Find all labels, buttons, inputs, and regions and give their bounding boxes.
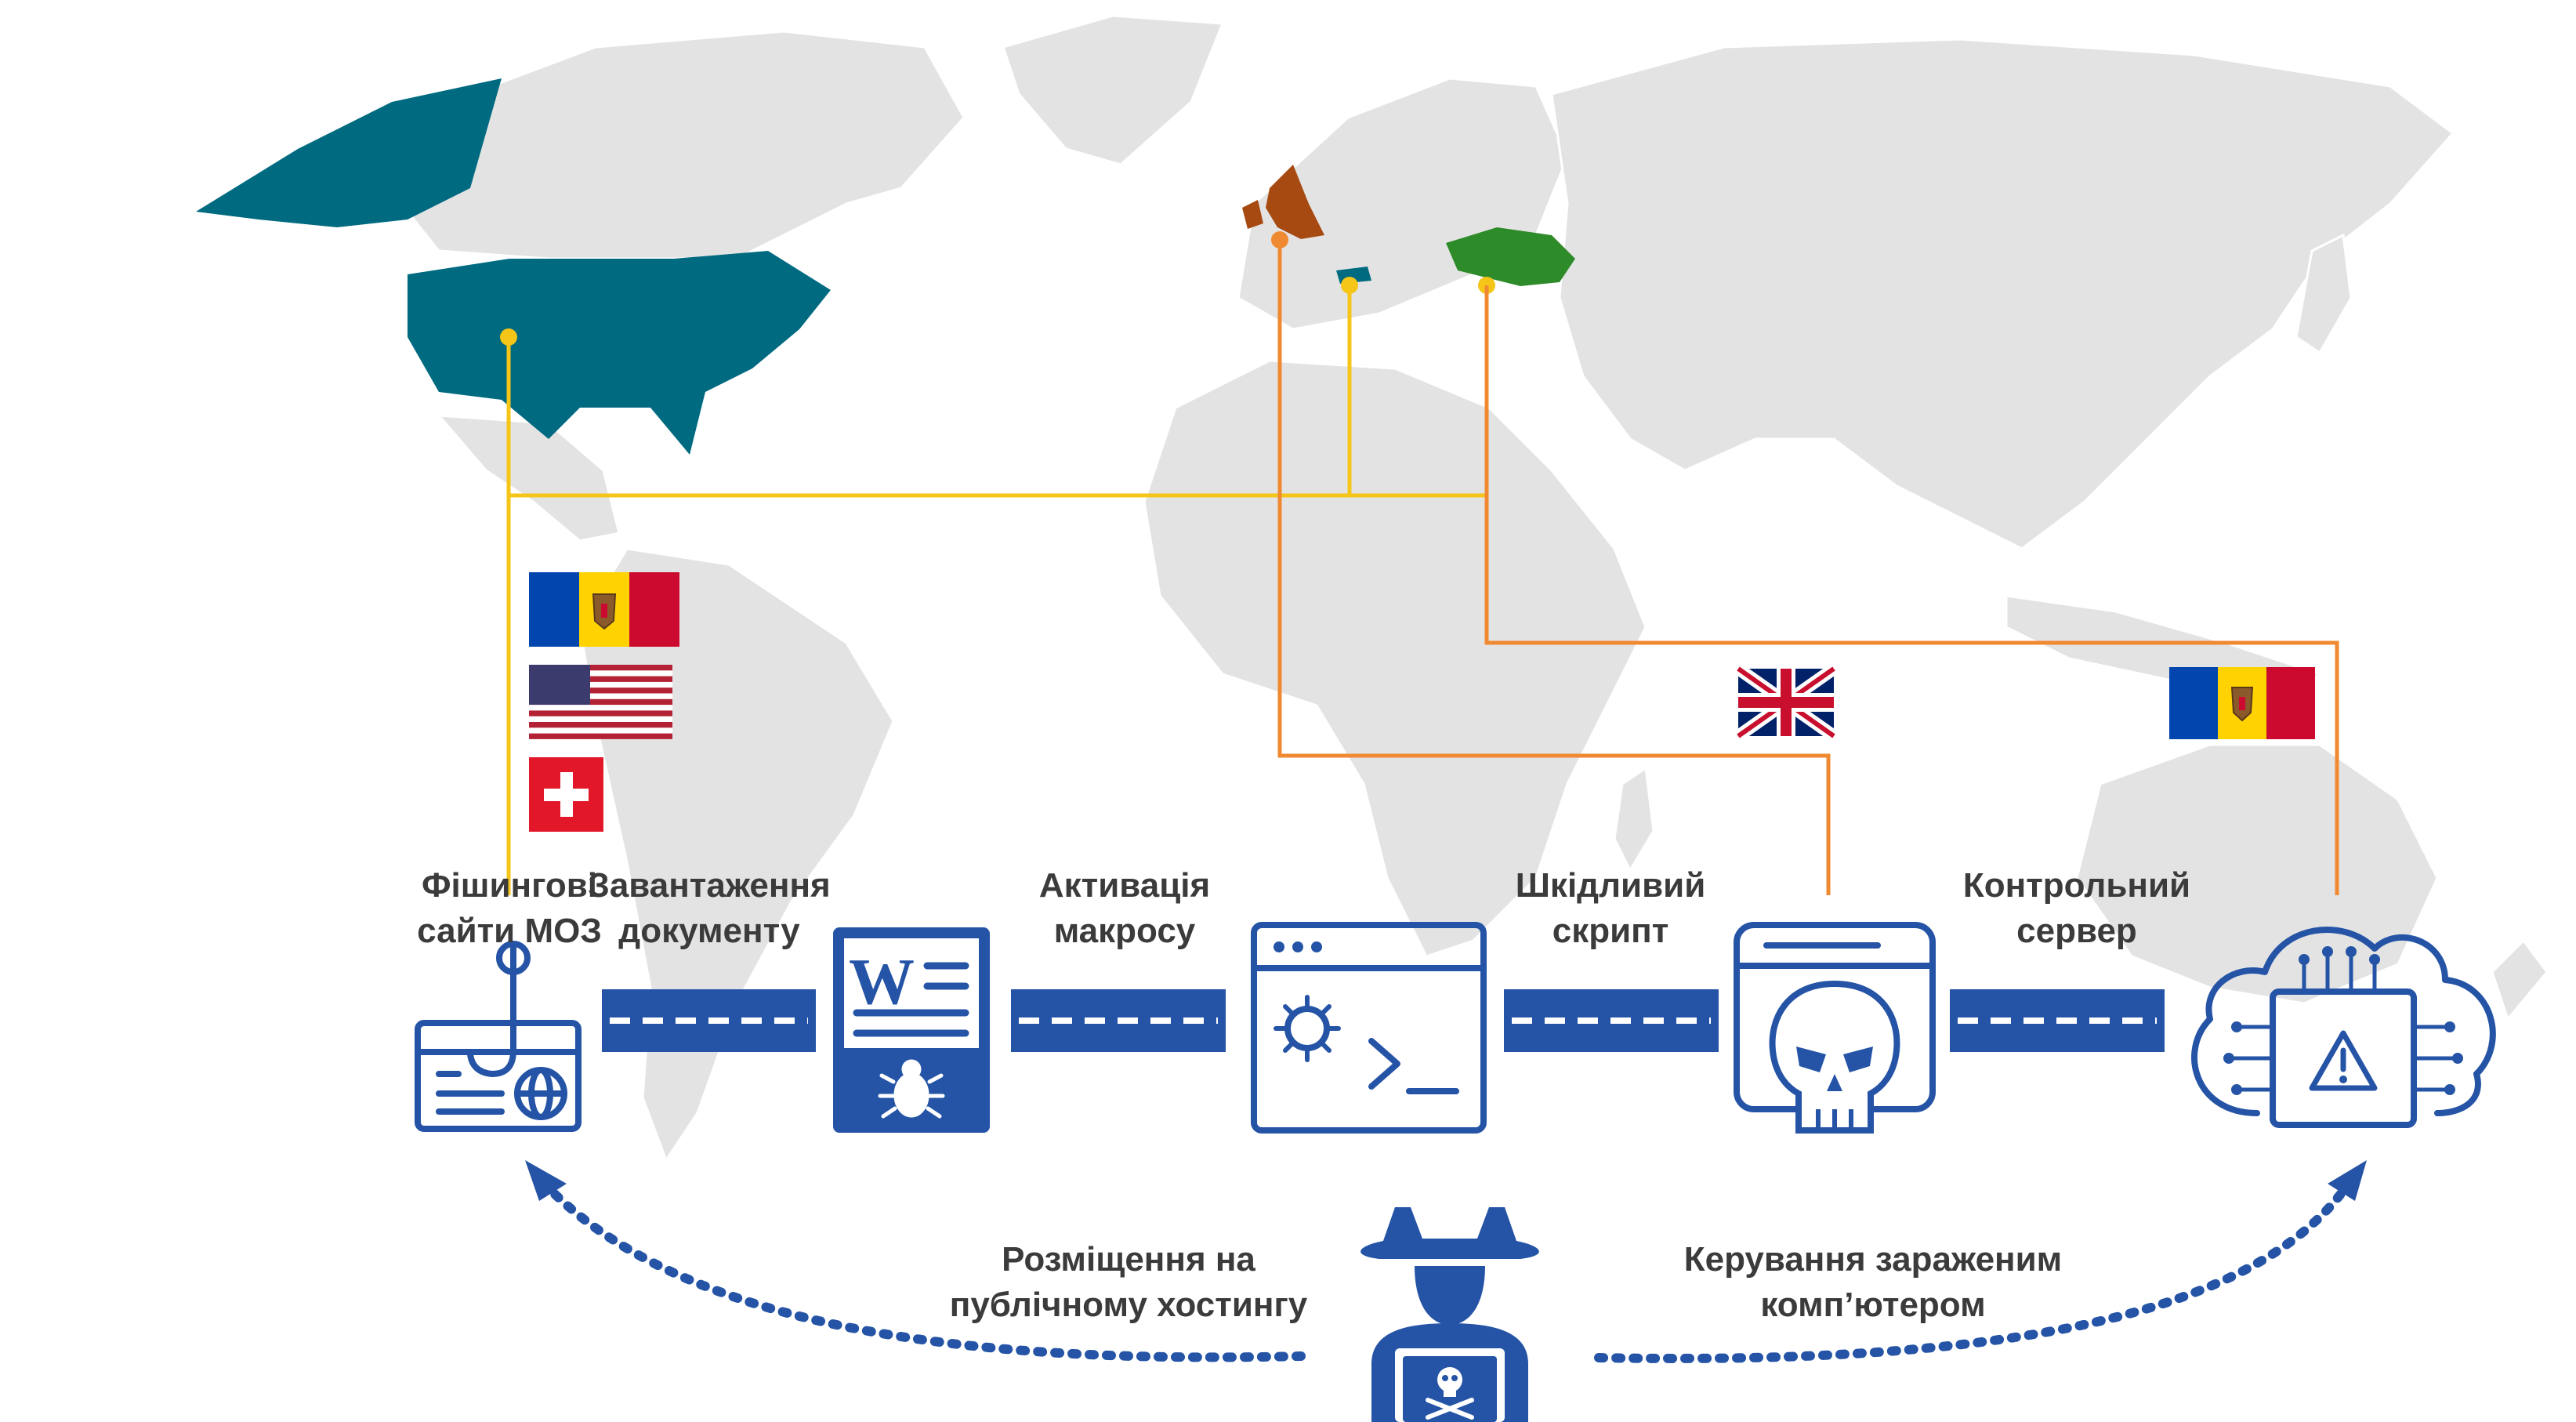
arc-arrow-right: [2328, 1160, 2367, 1201]
step-label-line: документу: [618, 912, 800, 950]
hosting-label-line: Розміщення на: [1002, 1240, 1255, 1279]
step-label-server: Контрольний сервер: [1912, 863, 2241, 954]
word-document-icon: W: [833, 927, 990, 1133]
continent-madagascar: [1613, 766, 1655, 873]
bug-icon: [878, 1059, 945, 1119]
hacker-icon: [1360, 1207, 1539, 1422]
step-label-line: Шкідливий: [1515, 866, 1706, 905]
road-3: [1504, 989, 1719, 1052]
malicious-script-icon: [1734, 922, 1936, 1134]
control-arc: [1594, 1160, 2367, 1363]
usa-flag-hosting: [529, 665, 672, 739]
hosting-arc: [525, 1160, 1306, 1362]
control-label: Керування зараженим комп’ютером: [1622, 1237, 2124, 1328]
step-label-line: Активація: [1038, 866, 1211, 905]
step-label-line: Контрольний: [1962, 866, 2191, 905]
step-label-line: скрипт: [1552, 912, 1669, 950]
step-label-phishing: Фішингові сайти МОЗ: [360, 863, 658, 954]
road-2: [1011, 989, 1226, 1052]
continent-japan: [2295, 233, 2353, 355]
road-4: [1950, 989, 2165, 1052]
continent-africa: [1143, 359, 1647, 958]
uk-node: [1271, 231, 1288, 248]
switzerland-flag-hosting: [529, 757, 603, 832]
control-label-line: Керування зараженим: [1683, 1240, 2063, 1279]
cloud-icon: [2191, 927, 2496, 1116]
switzerland-node: [1341, 277, 1358, 294]
uk-flag-script: [1734, 663, 1838, 742]
macro-terminal-icon: [1251, 922, 1487, 1134]
hosting-label: Розміщення на публічному хостингу: [901, 1237, 1356, 1328]
continent-greenland: [1002, 14, 1225, 166]
step-label-line: Фішингові: [422, 866, 597, 905]
orange-line-moldova: [1484, 285, 2339, 895]
ukraine-highlight: [1446, 227, 1575, 286]
step-label-macro: Активація макросу: [972, 863, 1277, 954]
circuit-nodes: [2223, 946, 2463, 1095]
highlighted-countries: [196, 78, 1575, 455]
moldova-flag-server: [2169, 667, 2315, 739]
warning-icon: [2309, 1030, 2378, 1091]
usa-node: [500, 328, 517, 346]
moldova-flag-hosting: [529, 572, 679, 647]
control-label-line: комп’ютером: [1760, 1286, 1986, 1324]
step-label-line: Завантаження: [588, 866, 831, 905]
script-server-connectors: [1277, 240, 2339, 895]
continent-new-zealand: [2491, 938, 2549, 1022]
ireland-highlight: [1242, 200, 1263, 229]
arc-arrow-left: [525, 1160, 567, 1201]
road-1: [602, 989, 816, 1052]
step-label-line: сайти МОЗ: [417, 912, 602, 950]
alaska-highlight: [196, 78, 502, 227]
phishing-site-icon: [415, 941, 582, 1132]
browser-dots: [1274, 941, 1322, 952]
step-label-script: Шкідливий скрипт: [1454, 863, 1767, 954]
skull-crossbones-icon: [1426, 1367, 1474, 1420]
orange-line-uk: [1277, 240, 1831, 895]
control-server-icon: [2191, 927, 2496, 1128]
continent-asia: [1550, 38, 2455, 550]
step-label-line: сервер: [2016, 912, 2137, 950]
step-label-line: макросу: [1053, 912, 1196, 950]
road-connectors: [602, 989, 2165, 1052]
continent-australia: [2075, 743, 2439, 1005]
step-label-download: Завантаження документу: [553, 863, 866, 954]
uk-highlight: [1266, 165, 1324, 239]
word-letter: W: [849, 945, 915, 1018]
continent-mexico-central-america: [436, 414, 621, 542]
hosting-label-line: публічному хостингу: [949, 1286, 1308, 1324]
world-map: [405, 14, 2549, 1163]
usa-highlight: [408, 251, 831, 455]
skull-icon: [1769, 980, 1900, 1134]
continent-canada: [405, 30, 966, 260]
